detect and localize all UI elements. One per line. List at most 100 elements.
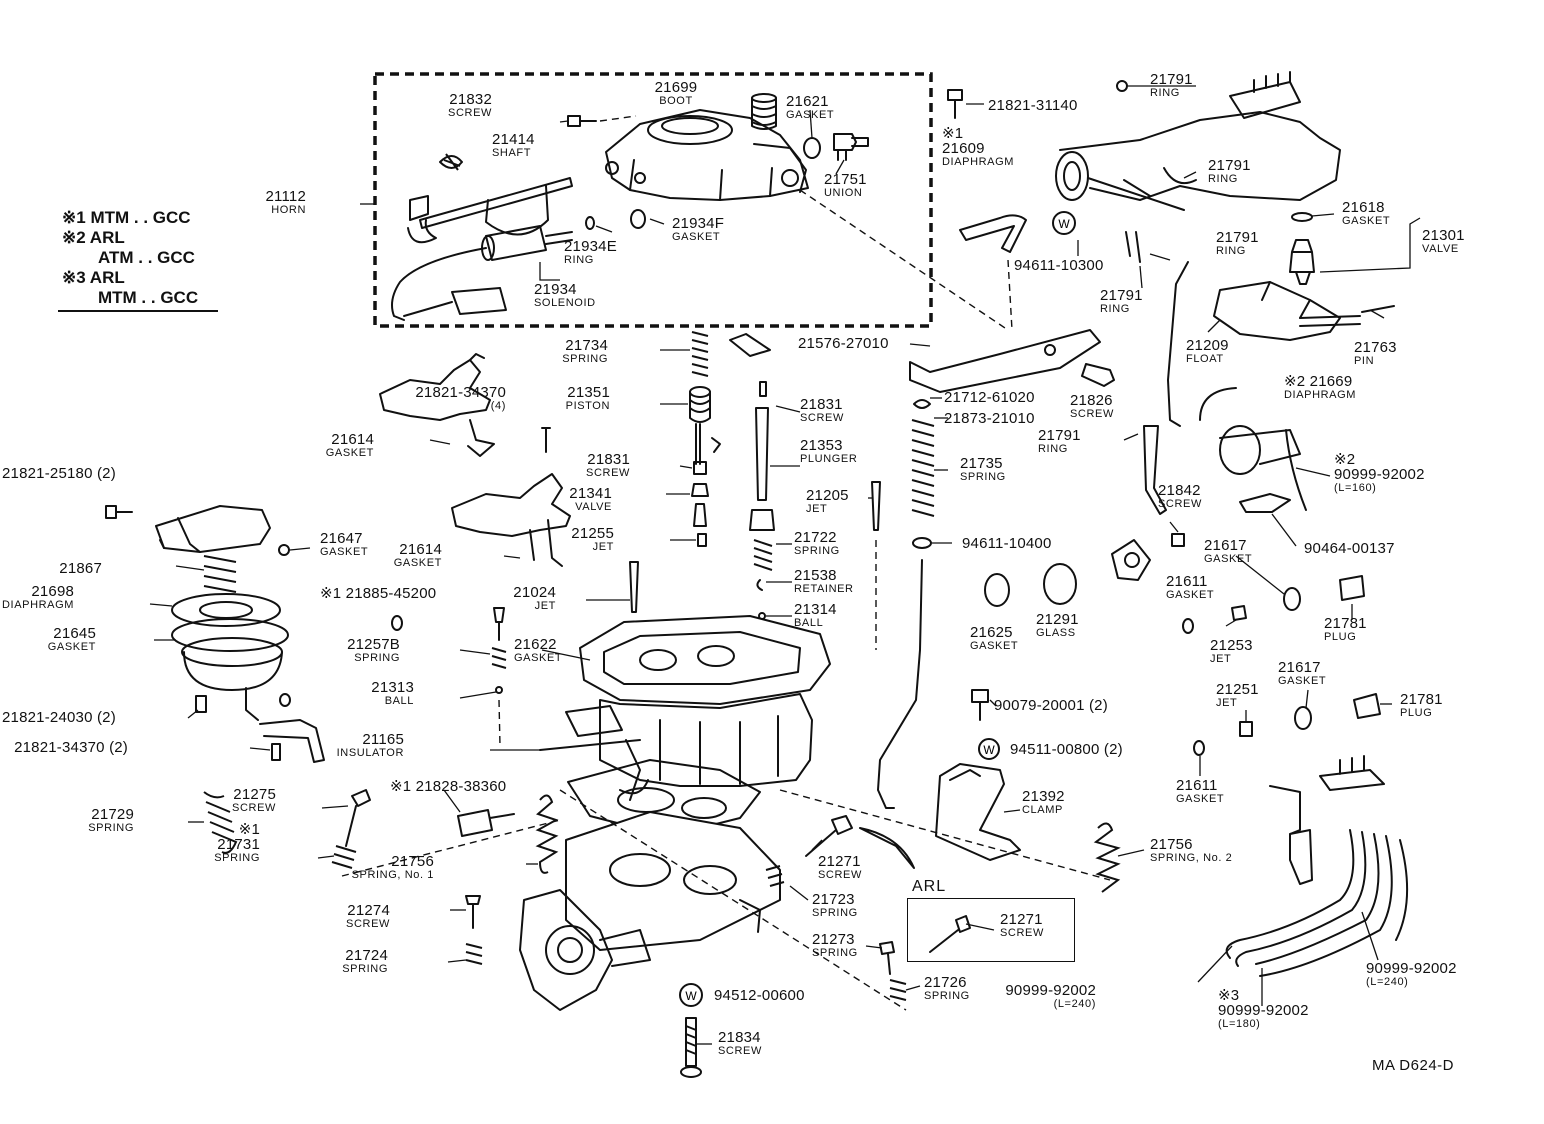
part-number: 21351 <box>567 384 610 401</box>
plug-21781a-drawing <box>1339 575 1365 601</box>
clip-90464-drawing <box>1239 493 1291 513</box>
part-number: 21821-31140 <box>988 97 1078 114</box>
part-number: 94611-10300 <box>1014 257 1104 274</box>
part-description: JET <box>806 503 828 515</box>
spring-21729-drawing <box>203 791 238 854</box>
part-number: ※1 <box>942 125 964 142</box>
part-number: 21821-25180 (2) <box>2 465 116 482</box>
part-description: RING <box>1216 245 1246 257</box>
shaft-drawing <box>407 153 573 244</box>
svg-text:W: W <box>1058 217 1070 231</box>
part-description: VALVE <box>575 501 612 513</box>
part-number: 21275 <box>233 786 276 803</box>
part-description: VALVE <box>1422 243 1459 255</box>
insulator-drawing <box>567 759 761 837</box>
washer-21885-drawing <box>391 615 403 631</box>
part-description: CLAMP <box>1022 804 1063 816</box>
part-number: 21781 <box>1400 691 1443 708</box>
legend-row: ※3 ARL <box>62 268 125 287</box>
screw-34370b-drawing <box>271 743 281 761</box>
part-description: GASKET <box>1166 589 1215 601</box>
part-label-21821-24030: 21821-24030 (2) <box>2 710 116 725</box>
ring-clip-drawing <box>1125 231 1141 263</box>
part-description: SCREW <box>1070 408 1114 420</box>
part-number: 90999-92002 <box>1005 982 1096 999</box>
part-number: 21617 <box>1278 659 1321 676</box>
screw-21257b-drawing <box>493 607 505 641</box>
spring-21723-drawing <box>765 865 785 887</box>
carburetor-body-drawing <box>539 615 831 801</box>
part-description: SCREW <box>800 412 844 424</box>
part-description: SCREW <box>1000 927 1044 939</box>
part-description: SPRING <box>354 652 400 664</box>
screw-21828-drawing <box>457 809 515 837</box>
part-number: ※2 21669 <box>1284 373 1353 390</box>
part-number: 21731 <box>217 836 260 853</box>
jet-21024-drawing <box>629 561 639 613</box>
part-description: PLUG <box>1324 631 1357 643</box>
part-description: SPRING <box>960 471 1006 483</box>
screw-21275-drawing <box>345 789 371 847</box>
part-number: 21271 <box>1000 911 1043 928</box>
hoses-drawing <box>1225 755 1409 977</box>
part-number: 21314 <box>794 601 837 618</box>
screw-21831b-drawing <box>759 381 767 397</box>
jet-21251-drawing <box>1239 721 1253 737</box>
part-number: 21618 <box>1342 199 1385 216</box>
part-number: 21271 <box>818 853 861 870</box>
diaphragm-21669-drawing <box>1199 387 1307 511</box>
gasket-21934f-drawing <box>630 209 646 229</box>
part-number: 21301 <box>1422 227 1465 244</box>
part-description: (L=240) <box>1366 976 1409 988</box>
part-label-21821-34370b: 21821-34370 (2) <box>14 740 128 755</box>
arl-box <box>907 898 1075 962</box>
part-number: 21934F <box>672 215 725 232</box>
part-number: 94511-00800 (2) <box>1010 741 1123 758</box>
spring-21726-drawing <box>889 979 907 1001</box>
part-description: PLUNGER <box>800 453 858 465</box>
spring-21724-drawing <box>465 943 483 965</box>
gasket-21614-lower-drawing <box>451 473 571 567</box>
part-number: 21781 <box>1324 615 1367 632</box>
part-number: 21647 <box>320 530 363 547</box>
part-description: SPRING <box>214 852 260 864</box>
clamp-drawing <box>935 763 1021 861</box>
part-number: 21621 <box>786 93 829 110</box>
legend-row: ATM . . GCC <box>98 248 195 267</box>
part-description: JET <box>534 600 556 612</box>
part-number: 21538 <box>794 567 837 584</box>
part-description: GASKET <box>786 109 835 121</box>
part-number: 21257B <box>347 636 400 653</box>
part-label-90079: 90079-20001 (2) <box>994 698 1108 713</box>
screw-21832-drawing <box>567 115 597 127</box>
part-label-21867: 21867 <box>59 561 102 576</box>
part-description: BOOT <box>659 95 693 107</box>
part-label-21828: ※1 21828-38360 <box>390 779 506 794</box>
part-label-21821-31140: 21821-31140 <box>988 98 1078 113</box>
part-label-21821-34370a: 21821-34370(4) <box>415 385 506 412</box>
lever-21576-drawing <box>909 329 1101 393</box>
gasket-21625-drawing <box>984 573 1010 607</box>
part-description: (L=240) <box>1053 998 1096 1010</box>
screw-21273-drawing <box>879 941 895 975</box>
part-number: 21645 <box>53 625 96 642</box>
